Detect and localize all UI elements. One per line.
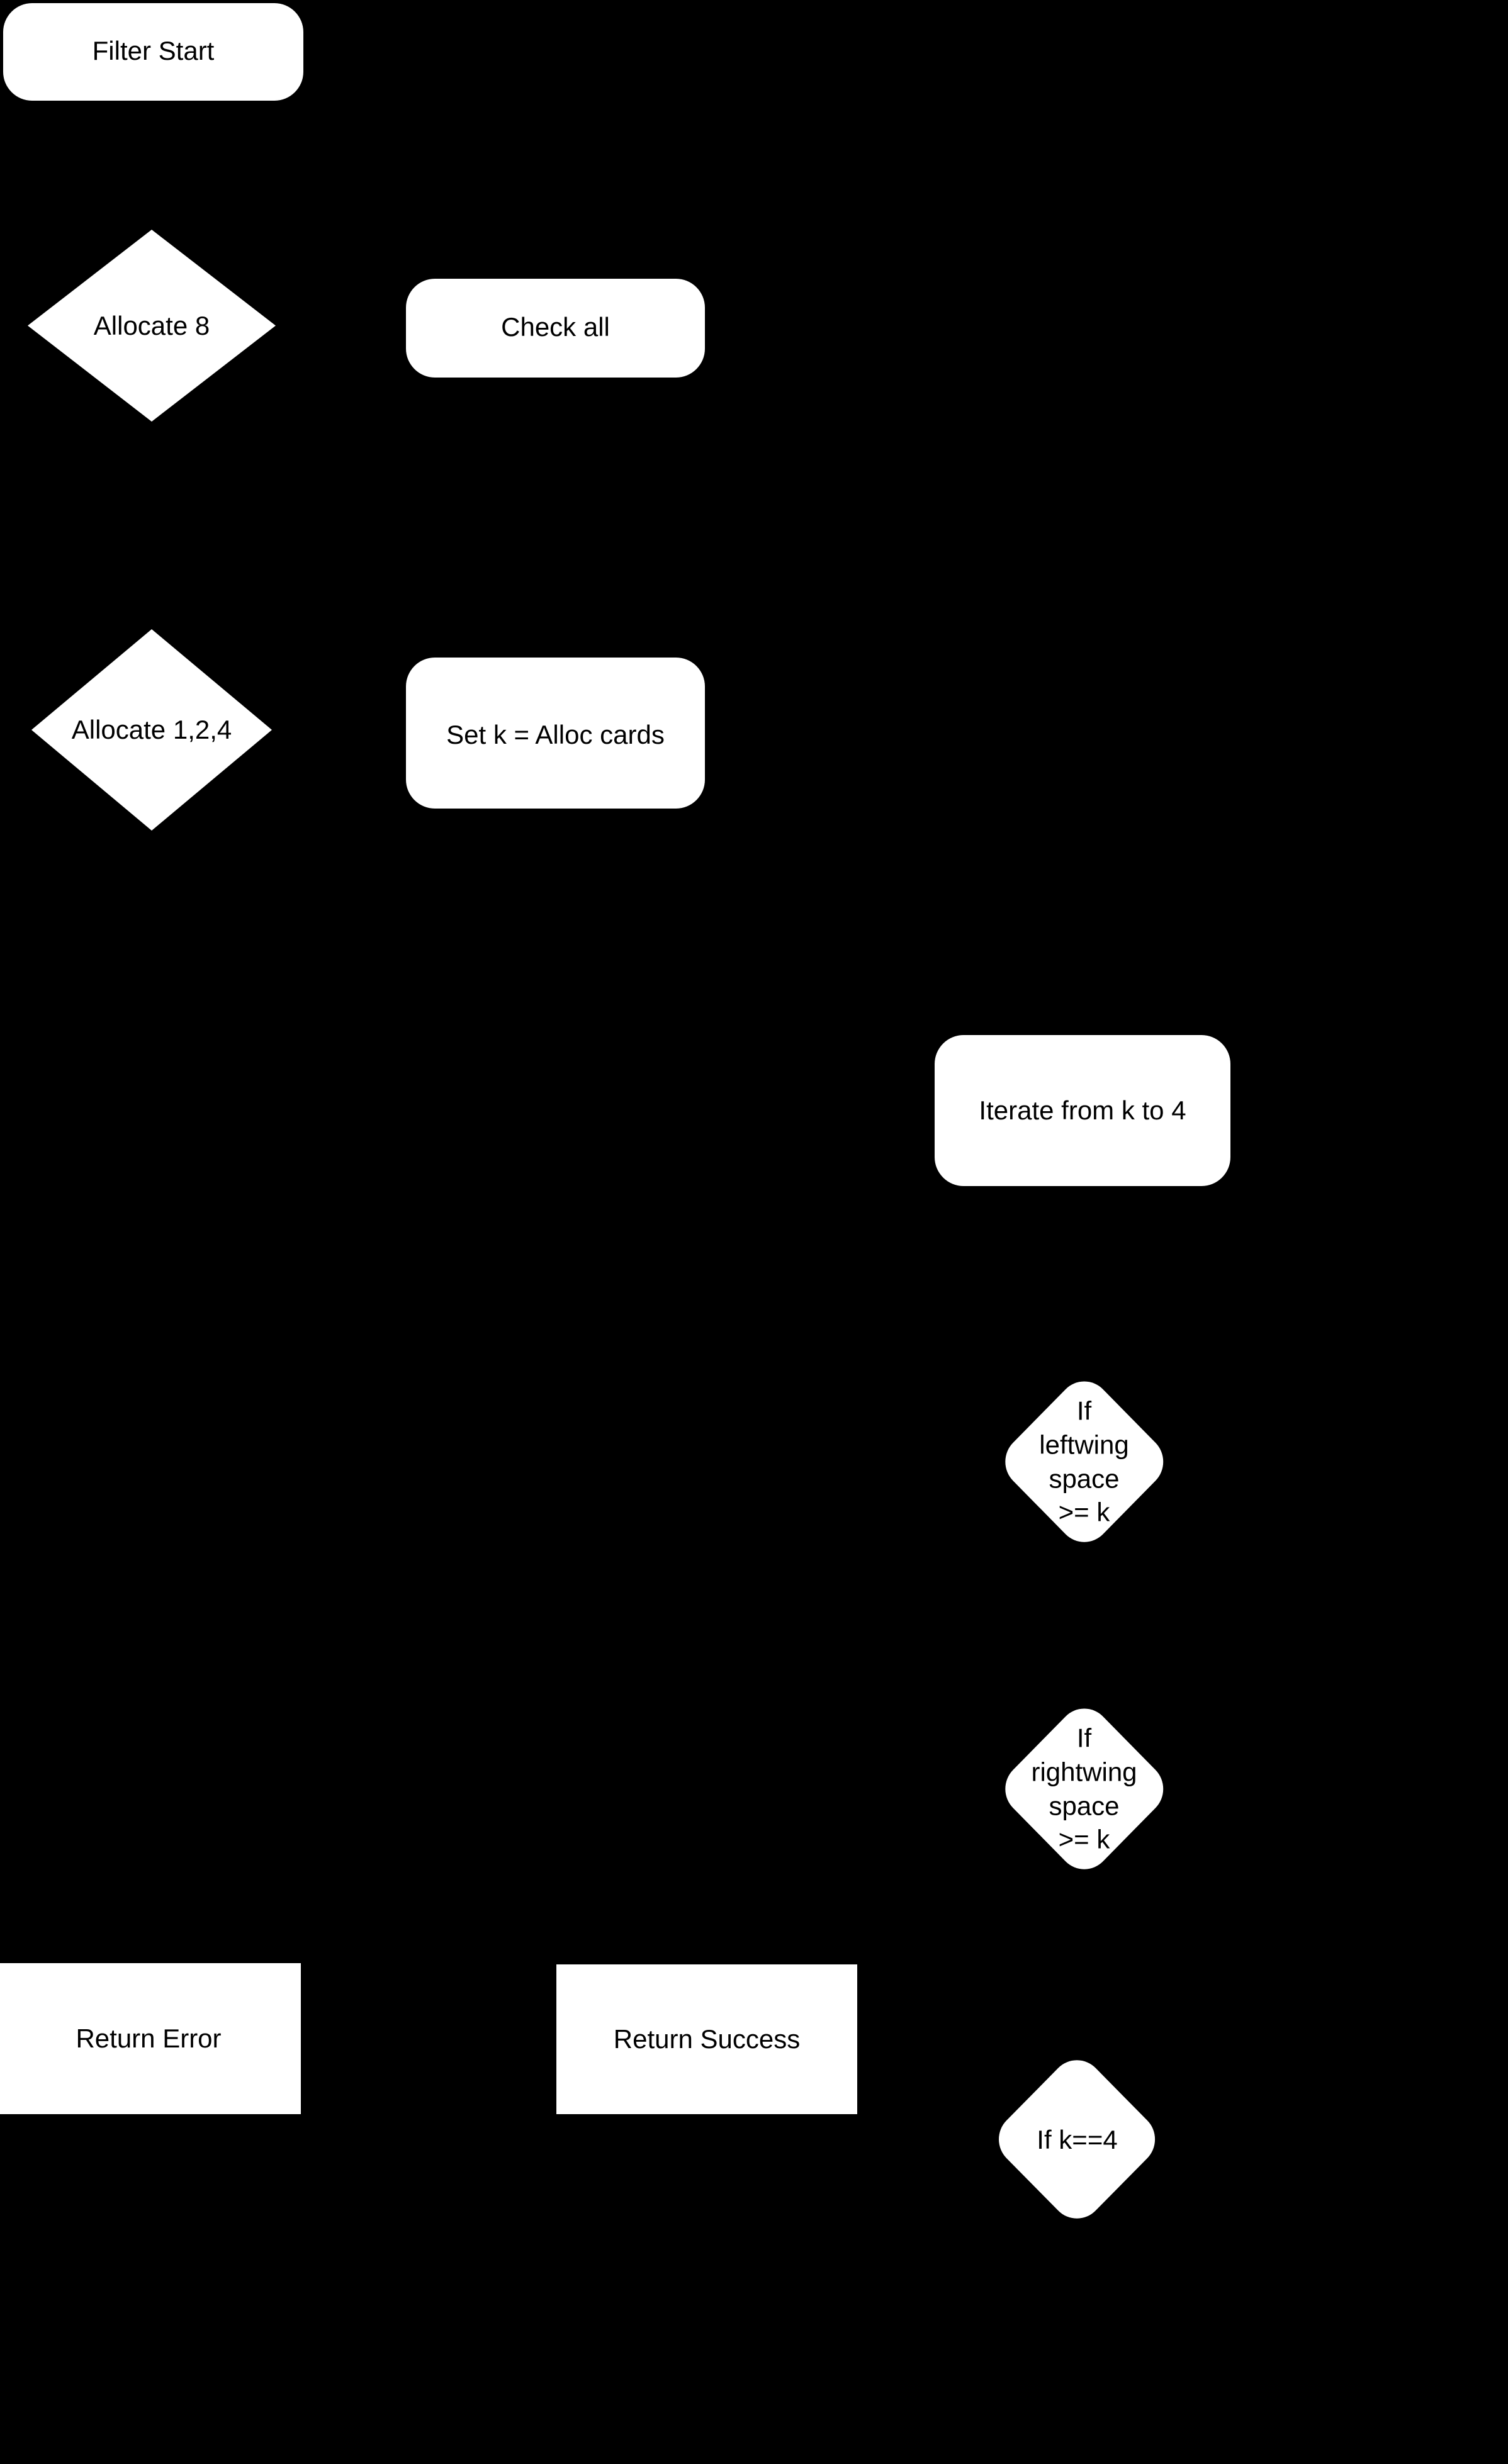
node-label: Iterate from k to 4 xyxy=(979,1095,1186,1126)
return-error-node[interactable]: Return Error xyxy=(0,1963,301,2114)
if-leftwing-space-node[interactable]: If leftwing space >= k xyxy=(994,1370,1174,1554)
filter-start-node[interactable]: Filter Start xyxy=(3,3,303,101)
node-label: Return Error xyxy=(76,2024,222,2054)
node-label: Filter Start xyxy=(92,35,215,65)
allocate-8-node[interactable]: Allocate 8 xyxy=(28,230,276,422)
node-label: Check all xyxy=(501,311,610,342)
node-label: Return Success xyxy=(613,2024,801,2054)
if-rightwing-space-node[interactable]: If rightwing space >= k xyxy=(994,1698,1174,1881)
diamond-shape xyxy=(988,2049,1167,2231)
check-all-node[interactable]: Check all xyxy=(406,279,705,378)
return-success-node[interactable]: Return Success xyxy=(556,1964,857,2114)
node-label: Set k = Alloc cards xyxy=(446,720,665,750)
allocate-1-2-4-node[interactable]: Allocate 1,2,4 xyxy=(31,629,272,831)
set-k-alloc-cards-node[interactable]: Set k = Alloc cards xyxy=(406,658,705,809)
diamond-shape xyxy=(994,1370,1174,1554)
diamond-shape xyxy=(994,1698,1174,1881)
diamond-shape xyxy=(31,629,272,831)
if-k-equals-4-node[interactable]: If k==4 xyxy=(988,2049,1167,2231)
diamond-shape xyxy=(28,230,276,422)
iterate-from-k-to-4-node[interactable]: Iterate from k to 4 xyxy=(935,1035,1230,1186)
